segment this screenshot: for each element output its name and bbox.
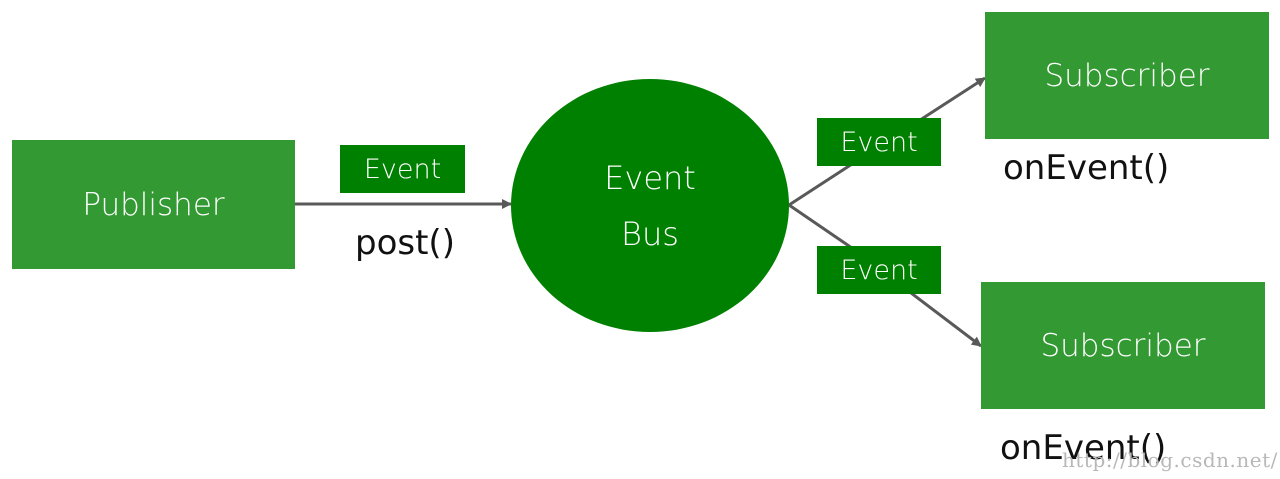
- publisher-label: Publisher: [82, 186, 225, 223]
- bus-to-subscriber-1-arrow: [788, 76, 986, 207]
- on-event-method-label-top: onEvent(): [1003, 148, 1170, 188]
- event-tag-upper: Event: [817, 118, 941, 166]
- post-method-label: post(): [355, 223, 455, 263]
- on-event-method-label-bottom: onEvent(): [1000, 428, 1167, 468]
- event-tag-lower: Event: [817, 246, 941, 294]
- event-tag-post: Event: [340, 145, 465, 193]
- publisher-box: Publisher: [12, 140, 295, 269]
- event-tag-post-label: Event: [363, 153, 442, 185]
- event-bus-line-1: Event: [604, 158, 696, 197]
- watermark-text: http://blog.csdn.net/: [1062, 448, 1278, 472]
- event-bus-circle: Event Bus: [511, 79, 789, 332]
- subscriber-bottom-label: Subscriber: [1040, 327, 1206, 364]
- subscriber-box-bottom: Subscriber: [981, 282, 1265, 409]
- subscriber-box-top: Subscriber: [985, 12, 1269, 139]
- event-tag-upper-label: Event: [840, 126, 918, 158]
- event-tag-lower-label: Event: [840, 254, 918, 286]
- subscriber-top-label: Subscriber: [1044, 57, 1210, 94]
- event-bus-line-2: Bus: [621, 214, 679, 253]
